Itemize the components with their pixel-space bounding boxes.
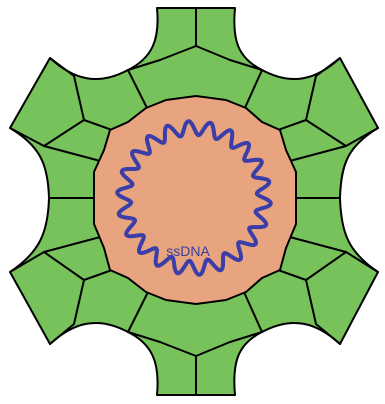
ssdna-label: ssDNA xyxy=(166,243,210,259)
